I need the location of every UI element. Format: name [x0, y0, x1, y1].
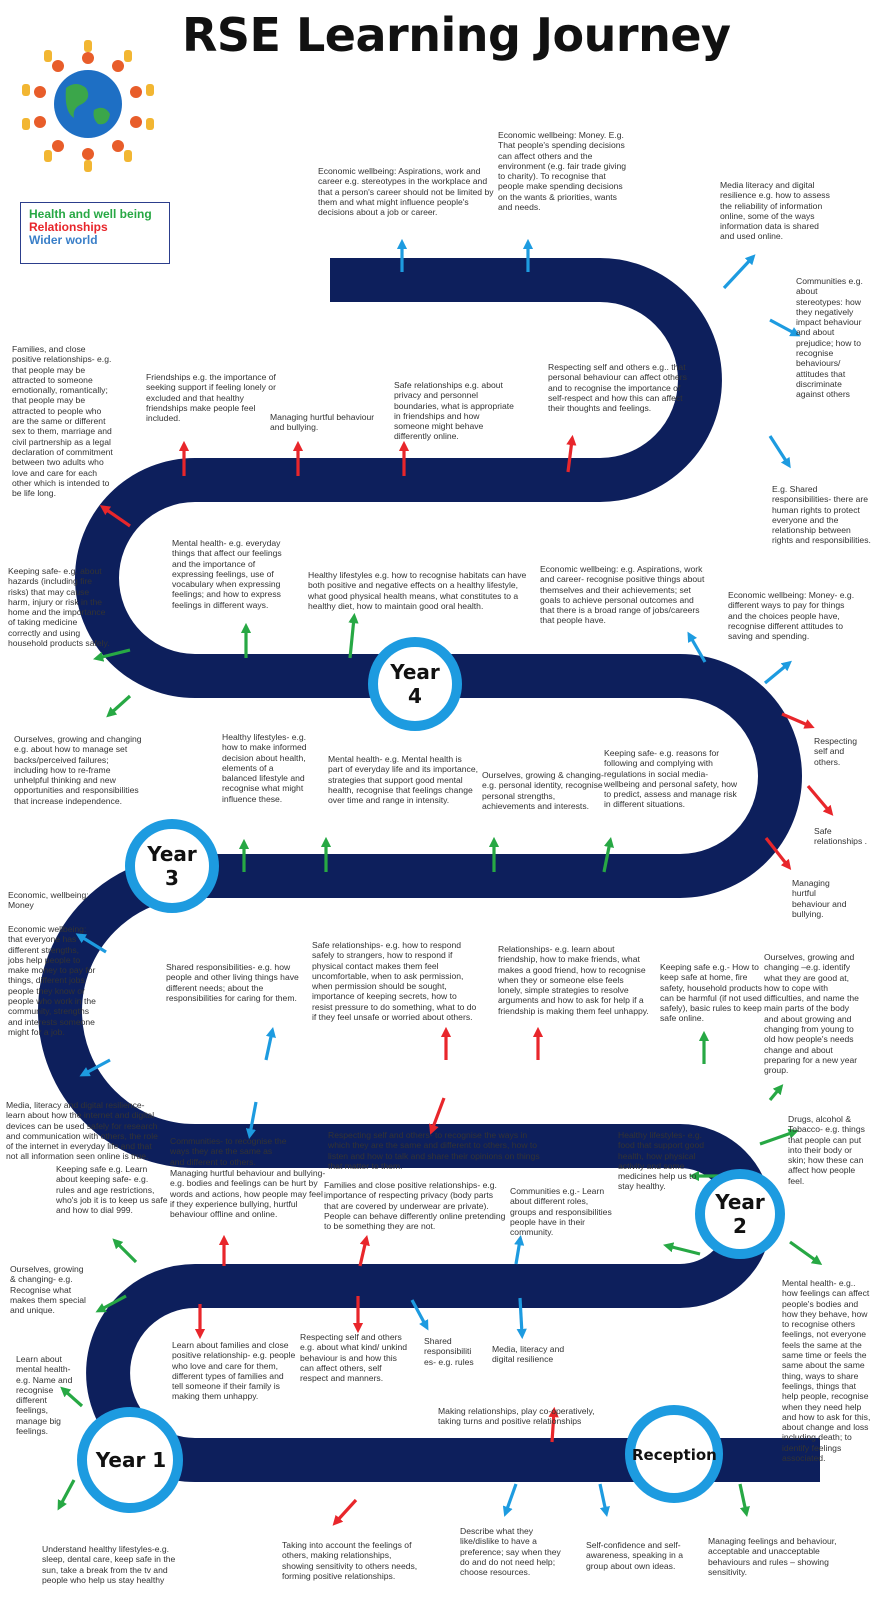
stage-circles — [77, 637, 785, 1513]
note: Healthy lifestyles- e.g. how to make inf… — [222, 732, 307, 804]
note: Communities e.g.- Learn about different … — [510, 1186, 612, 1238]
note: Managing hurtful behaviour and bullying. — [270, 412, 375, 433]
legend-relationships: Relationships — [29, 220, 108, 234]
note: Understand healthy lifestyles-e.g. sleep… — [42, 1544, 176, 1585]
note: Relationships- e.g. learn about friendsh… — [498, 944, 649, 1016]
note: Friendships e.g. the importance of seeki… — [146, 372, 276, 424]
note: Mental health- e.g.. how feelings can af… — [782, 1278, 871, 1464]
year1-label: Year 1 — [95, 1448, 167, 1472]
note: Healthy lifestyles- e.g. food that suppo… — [618, 1130, 705, 1192]
note: Self-confidence and self-awareness, spea… — [586, 1540, 683, 1571]
note: Safe relationships- e.g. how to respond … — [312, 940, 477, 1023]
note: Communities- to recognise the ways they … — [170, 1136, 287, 1167]
note: Mental health- e.g. Mental health is par… — [328, 754, 478, 806]
note: Economic, wellbeing: Money — [8, 890, 89, 911]
note: Families and close positive relationship… — [324, 1180, 506, 1232]
note: Ourselves, growing and changing e.g. abo… — [14, 734, 142, 806]
reception-label: Reception — [632, 1446, 717, 1464]
year4-label: Year 4 — [390, 660, 440, 708]
note: Respecting self and others e.g. about wh… — [300, 1332, 408, 1384]
note: Ourselves, growing and changing –e.g. id… — [764, 952, 859, 1076]
note: Respecting self and others- to recognise… — [328, 1130, 540, 1171]
year3-label: Year 3 — [147, 842, 197, 890]
note: Taking into account the feelings of othe… — [282, 1540, 418, 1581]
note: Economic wellbeing: Money- e.g. differen… — [728, 590, 855, 642]
note: Keeping safe- e.g. about hazards (includ… — [8, 566, 110, 649]
note: Families, and close positive relationshi… — [12, 344, 113, 499]
note: Mental health- e.g. everyday things that… — [172, 538, 282, 610]
note: Ourselves, growing & changing- e.g. pers… — [482, 770, 604, 811]
note: Keeping safe e.g. Learn about keeping sa… — [56, 1164, 168, 1216]
note: Safe relationships . — [814, 826, 868, 847]
note: Shared responsibiliti es- e.g. rules — [424, 1336, 474, 1367]
note: Media literacy and digital resilience e.… — [720, 180, 830, 242]
arrows — [57, 238, 834, 1526]
note: Describe what they like/dislike to have … — [460, 1526, 561, 1578]
note: Learn about mental health- e.g. Name and… — [16, 1354, 73, 1437]
legend-wider-world: Wider world — [29, 233, 98, 247]
globe-children-logo — [22, 40, 154, 172]
note: Shared responsibilities- e.g. how people… — [166, 962, 299, 1003]
note: Economic wellbeing: that everyone has di… — [8, 924, 96, 1037]
note: Drugs, alcohol & Tobacco- e.g. things th… — [788, 1114, 865, 1186]
note: Managing feelings and behaviour, accepta… — [708, 1536, 837, 1577]
journey-road — [38, 258, 820, 1482]
note: Communities e.g. about stereotypes: how … — [796, 276, 863, 400]
note: Managing hurtful behaviour and bullying. — [792, 878, 847, 919]
note: Respecting self and others. — [814, 736, 857, 767]
note: Economic wellbeing: Aspirations, work an… — [318, 166, 494, 218]
note: Economic wellbeing: e.g. Aspirations, wo… — [540, 564, 705, 626]
note: Ourselves, growing & changing- e.g. Reco… — [10, 1264, 86, 1316]
note: Safe relationships e.g. about privacy an… — [394, 380, 514, 442]
note: Keeping safe- e.g. reasons for following… — [604, 748, 738, 810]
page-title: RSE Learning Journey — [182, 8, 731, 62]
legend-health: Health and well being — [29, 207, 152, 221]
note: Making relationships, play co-operativel… — [438, 1406, 595, 1427]
note: Keeping safe e.g.- How to keep safe at h… — [660, 962, 763, 1024]
note: Media, literacy and digital resilience- … — [6, 1100, 158, 1162]
legend: Health and well being Relationships Wide… — [20, 202, 170, 264]
note: Respecting self and others e.g.. that pe… — [548, 362, 687, 414]
note: Healthy lifestyles e.g. how to recognise… — [308, 570, 527, 611]
note: Learn about families and close positive … — [172, 1340, 296, 1402]
year2-label: Year 2 — [715, 1190, 765, 1238]
note: Managing hurtful behaviour and bullying-… — [170, 1168, 326, 1220]
note: E.g. Shared responsibilities- there are … — [772, 484, 871, 546]
note: Media, literacy and digital resilience — [492, 1344, 565, 1365]
note: Economic wellbeing: Money. E.g. That peo… — [498, 130, 627, 213]
